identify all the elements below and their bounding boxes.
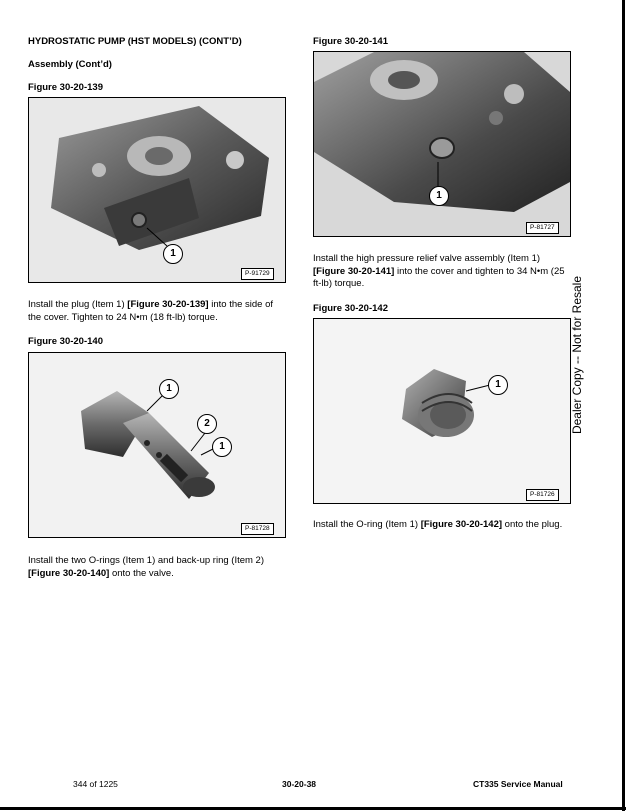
- figure-caption-142: Figure 30-20-142: [313, 303, 388, 314]
- page-border-right: [622, 0, 625, 811]
- section-title: HYDROSTATIC PUMP (HST MODELS) (CONT’D): [28, 36, 242, 47]
- figure-code: P-81728: [241, 523, 274, 535]
- figure-code: P-81726: [526, 489, 559, 501]
- plug-photo: [314, 319, 570, 503]
- figure-code: P-81727: [526, 222, 559, 234]
- valve-photo: [29, 353, 285, 537]
- pump-cover-photo: [29, 98, 285, 282]
- paragraph-140: Install the two O-rings (Item 1) and bac…: [28, 555, 265, 579]
- figure-ref: [Figure 30-20-141]: [313, 265, 395, 277]
- paragraph-139: Install the plug (Item 1) [Figure 30-20-…: [28, 299, 274, 323]
- figure-caption-141: Figure 30-20-141: [313, 36, 388, 47]
- figure-caption-140: Figure 30-20-140: [28, 336, 103, 347]
- figure-ref: [Figure 30-20-139]: [127, 299, 209, 310]
- page-of-counter: 344 of 1225: [73, 779, 118, 789]
- section-subtitle: Assembly (Cont’d): [28, 59, 112, 70]
- page-border-bottom: [0, 807, 626, 810]
- figure-142: 1 P-81726: [313, 318, 571, 504]
- figure-code: P-91729: [241, 268, 274, 280]
- paragraph-142: Install the O-ring (Item 1) [Figure 30-2…: [313, 519, 563, 530]
- callout-item-2: 2: [197, 414, 217, 434]
- figure-140: 1 2 1 P-81728: [28, 352, 286, 538]
- figure-ref: [Figure 30-20-142]: [420, 519, 503, 530]
- figure-ref: [Figure 30-20-140]: [28, 567, 110, 579]
- page-number: 30-20-38: [282, 779, 317, 789]
- callout-item-1: 1: [429, 186, 449, 206]
- figure-141: 1 P-81727: [313, 51, 571, 237]
- figure-139: 1 P-91729: [28, 97, 286, 283]
- callout-item-1: 1: [488, 375, 508, 395]
- callout-item-1: 1: [159, 379, 179, 399]
- callout-item-1: 1: [212, 437, 232, 457]
- paragraph-141: Install the high pressure relief valve a…: [313, 253, 565, 289]
- dealer-copy-notice: Dealer Copy -- Not for Resale: [570, 275, 584, 435]
- manual-title: CT335 Service Manual: [473, 779, 563, 789]
- relief-valve-photo: [314, 52, 570, 236]
- callout-item-1: 1: [163, 244, 183, 264]
- figure-caption-139: Figure 30-20-139: [28, 82, 103, 93]
